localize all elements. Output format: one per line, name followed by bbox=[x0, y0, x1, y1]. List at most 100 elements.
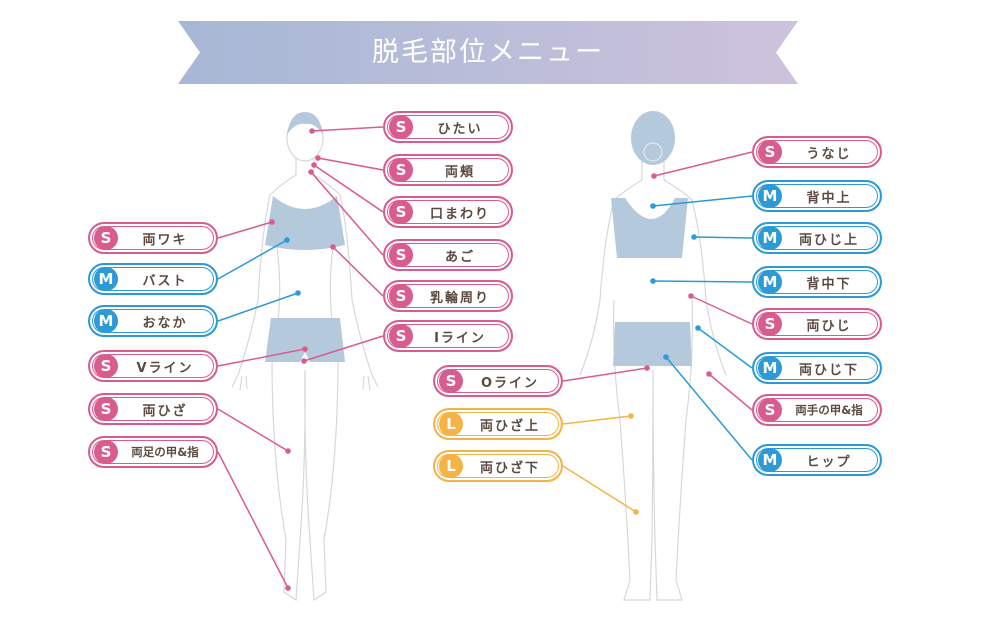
body-point-marker bbox=[295, 290, 301, 296]
connector-line bbox=[562, 415, 632, 425]
body-point-marker bbox=[285, 448, 291, 454]
body-point-marker bbox=[285, 585, 291, 591]
area-label: 両ひざ下 bbox=[479, 460, 540, 476]
body-point-marker bbox=[330, 244, 336, 250]
size-badge-s: S bbox=[94, 397, 118, 421]
body-point-marker bbox=[309, 128, 315, 134]
area-label: 両ひじ下 bbox=[798, 362, 859, 378]
back-area-button[interactable]: S 両手の甲&指 bbox=[752, 394, 882, 426]
area-label: 両ひざ bbox=[142, 403, 188, 419]
body-point-marker bbox=[315, 155, 321, 161]
body-point-marker bbox=[706, 371, 712, 377]
back-body-figure bbox=[579, 111, 727, 601]
connector-line bbox=[313, 164, 384, 213]
body-point-marker bbox=[644, 365, 650, 371]
back-area-button[interactable]: M 両ひじ下 bbox=[752, 352, 882, 384]
connector-line bbox=[690, 295, 753, 325]
area-label: Iライン bbox=[434, 330, 486, 346]
connector-line bbox=[217, 348, 306, 367]
area-label: 両ワキ bbox=[142, 232, 188, 248]
back-area-button[interactable]: S 両ひじ bbox=[752, 308, 882, 340]
connector-line bbox=[332, 246, 384, 297]
body-point-marker bbox=[269, 219, 275, 225]
connector-line bbox=[562, 465, 637, 513]
body-point-marker bbox=[650, 203, 656, 209]
area-label: 口まわり bbox=[429, 206, 490, 222]
body-point-marker bbox=[633, 509, 639, 515]
size-badge-s: S bbox=[389, 284, 413, 308]
size-badge-s: S bbox=[389, 158, 413, 182]
body-point-marker bbox=[311, 162, 317, 168]
connector-line bbox=[652, 280, 753, 283]
size-badge-m: M bbox=[758, 226, 782, 250]
connector-line bbox=[217, 239, 288, 280]
body-point-marker bbox=[695, 325, 701, 331]
connector-line bbox=[317, 157, 384, 171]
connector-line bbox=[217, 408, 289, 452]
connector-line bbox=[697, 327, 753, 369]
size-badge-s: S bbox=[758, 398, 782, 422]
size-badge-s: S bbox=[389, 243, 413, 267]
front-area-button[interactable]: S Iライン bbox=[383, 320, 513, 352]
size-badge-s: S bbox=[94, 226, 118, 250]
area-label: うなじ bbox=[806, 146, 852, 162]
connector-line bbox=[665, 356, 753, 461]
back-area-button[interactable]: M 両ひじ上 bbox=[752, 222, 882, 254]
area-label: Vライン bbox=[136, 360, 194, 376]
connector-line bbox=[653, 151, 753, 177]
front-area-button[interactable]: S 乳輪周り bbox=[383, 280, 513, 312]
body-point-marker bbox=[284, 237, 290, 243]
connector-line bbox=[562, 367, 648, 382]
area-label: ひたい bbox=[437, 121, 483, 137]
area-label: 両ひじ bbox=[806, 318, 852, 334]
size-badge-l: L bbox=[439, 412, 463, 436]
page-title: 脱毛部位メニュー bbox=[372, 37, 604, 68]
front-area-button[interactable]: S 両ひざ bbox=[88, 393, 218, 425]
connector-line bbox=[310, 171, 384, 256]
body-point-marker bbox=[628, 413, 634, 419]
area-label: 両手の甲&指 bbox=[795, 403, 863, 417]
size-badge-m: M bbox=[758, 448, 782, 472]
area-label: ヒップ bbox=[806, 454, 852, 470]
front-body-figure bbox=[231, 112, 379, 602]
connector-line bbox=[708, 373, 753, 411]
size-badge-s: S bbox=[758, 140, 782, 164]
back-area-button[interactable]: M ヒップ bbox=[752, 444, 882, 476]
connector-line bbox=[652, 195, 753, 207]
body-point-marker bbox=[650, 278, 656, 284]
size-badge-s: S bbox=[758, 312, 782, 336]
area-label: Oライン bbox=[480, 375, 540, 391]
body-point-marker bbox=[302, 346, 308, 352]
connector-line bbox=[217, 451, 289, 589]
size-badge-m: M bbox=[758, 356, 782, 380]
connector-line bbox=[303, 335, 384, 362]
area-label: 両ひじ上 bbox=[798, 232, 859, 248]
front-area-button[interactable]: S Vライン bbox=[88, 350, 218, 382]
front-area-button[interactable]: S 両ワキ bbox=[88, 222, 218, 254]
area-label: 両足の甲&指 bbox=[131, 445, 199, 459]
connector-line bbox=[217, 221, 273, 239]
back-area-button[interactable]: S うなじ bbox=[752, 136, 882, 168]
area-label: 乳輪周り bbox=[429, 290, 490, 306]
body-point-marker bbox=[663, 354, 669, 360]
body-point-marker bbox=[651, 173, 657, 179]
title-banner bbox=[178, 21, 798, 84]
size-badge-s: S bbox=[389, 324, 413, 348]
size-badge-s: S bbox=[94, 354, 118, 378]
area-label: 背中下 bbox=[806, 276, 852, 292]
connector-line bbox=[693, 236, 753, 239]
body-point-marker bbox=[688, 293, 694, 299]
